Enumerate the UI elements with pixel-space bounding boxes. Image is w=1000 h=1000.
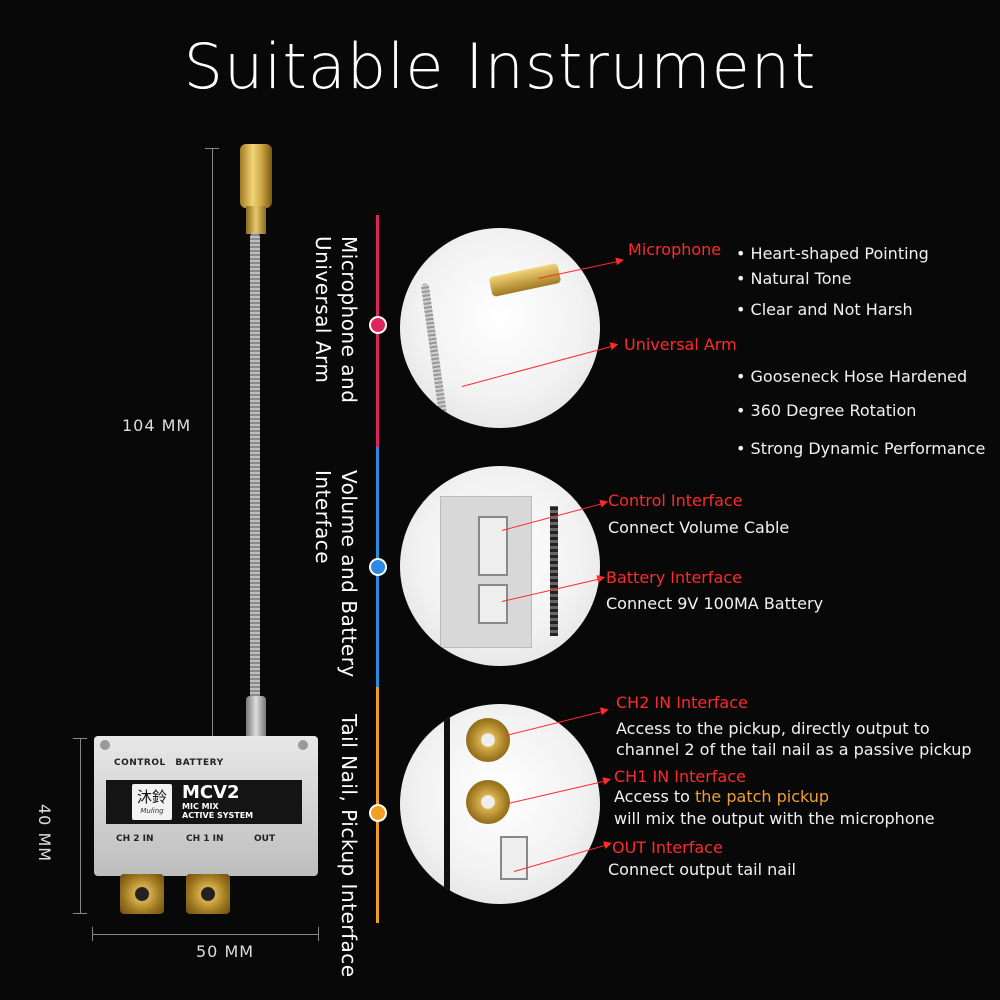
arm-bullet-3: • Strong Dynamic Performance bbox=[736, 439, 986, 458]
ch1-interface-label: CH1 IN Interface bbox=[614, 767, 746, 786]
ch2-rca-jack bbox=[120, 874, 164, 914]
microphone-head bbox=[240, 144, 272, 208]
control-port-label: CONTROL bbox=[114, 758, 166, 768]
mic-bullet-3: • Clear and Not Harsh bbox=[736, 300, 913, 319]
out-interface-desc: Connect output tail nail bbox=[608, 860, 796, 879]
control-interface-desc: Connect Volume Cable bbox=[608, 518, 790, 537]
brand-logo: 沐鈴 Muling bbox=[132, 784, 172, 820]
ch2-interface-label: CH2 IN Interface bbox=[616, 693, 748, 712]
height-dimension-label: 104 MM bbox=[122, 416, 192, 435]
product-illustration: 104 MM 40 MM CONTROL BATTERY 沐鈴 Muling M… bbox=[0, 140, 330, 1000]
ch1-rca-jack bbox=[186, 874, 230, 914]
arm-bullet-1: • Gooseneck Hose Hardened bbox=[736, 367, 968, 386]
patch-pickup-highlight: the patch pickup bbox=[695, 787, 830, 806]
side-dimension-label: 40 MM bbox=[35, 804, 54, 863]
arm-bullet-2: • 360 Degree Rotation bbox=[736, 401, 917, 420]
model-name: MCV2 bbox=[182, 782, 240, 803]
ch1-interface-desc-2: will mix the output with the microphone bbox=[614, 809, 935, 828]
timeline-dot-volume bbox=[369, 558, 387, 576]
control-interface-label: Control Interface bbox=[608, 491, 743, 510]
model-sub1: MIC MIX bbox=[182, 802, 219, 811]
section-label-mic: Microphone and Universal Arm bbox=[311, 236, 361, 404]
ch2-interface-desc-2: channel 2 of the tail nail as a passive … bbox=[616, 740, 972, 759]
timeline-dot-pickup bbox=[369, 804, 387, 822]
brand-glyph: 沐鈴 bbox=[136, 788, 167, 806]
battery-interface-desc: Connect 9V 100MA Battery bbox=[606, 594, 824, 613]
ch2-port-label: CH 2 IN bbox=[116, 834, 154, 844]
out-interface-label: OUT Interface bbox=[612, 838, 723, 857]
mic-bullet-1: • Heart-shaped Pointing bbox=[736, 244, 929, 263]
gooseneck-arm bbox=[250, 232, 260, 702]
mic-detail-circle bbox=[400, 228, 600, 428]
model-sub2: ACTIVE SYSTEM bbox=[182, 811, 254, 820]
microphone-label: Microphone bbox=[628, 240, 722, 259]
ch2-interface-desc-1: Access to the pickup, directly output to bbox=[616, 719, 930, 738]
volume-detail-circle bbox=[400, 466, 600, 666]
battery-port-label: BATTERY bbox=[175, 758, 224, 768]
mic-bullet-2: • Natural Tone bbox=[736, 269, 852, 288]
ch1-port-label: CH 1 IN bbox=[186, 834, 224, 844]
section-label-volume: Volume and Battery Interface bbox=[311, 470, 361, 678]
timeline-dot-mic bbox=[369, 316, 387, 334]
ch1-interface-desc-1: Access to the patch pickup bbox=[614, 787, 830, 806]
universal-arm-label: Universal Arm bbox=[624, 335, 737, 354]
out-port-label: OUT bbox=[254, 834, 276, 844]
battery-interface-label: Battery Interface bbox=[606, 568, 742, 587]
section-label-pickup: Tail Nail, Pickup Interface bbox=[337, 714, 361, 978]
pickup-detail-circle bbox=[400, 704, 600, 904]
width-dimension-label: 50 MM bbox=[196, 942, 255, 961]
mcv2-device-body: CONTROL BATTERY 沐鈴 Muling MCV2 MIC MIX A… bbox=[94, 736, 318, 876]
page-title: Suitable Instrument bbox=[183, 30, 817, 103]
brand-script: Muling bbox=[140, 807, 164, 815]
height-dimension-line bbox=[212, 148, 213, 738]
